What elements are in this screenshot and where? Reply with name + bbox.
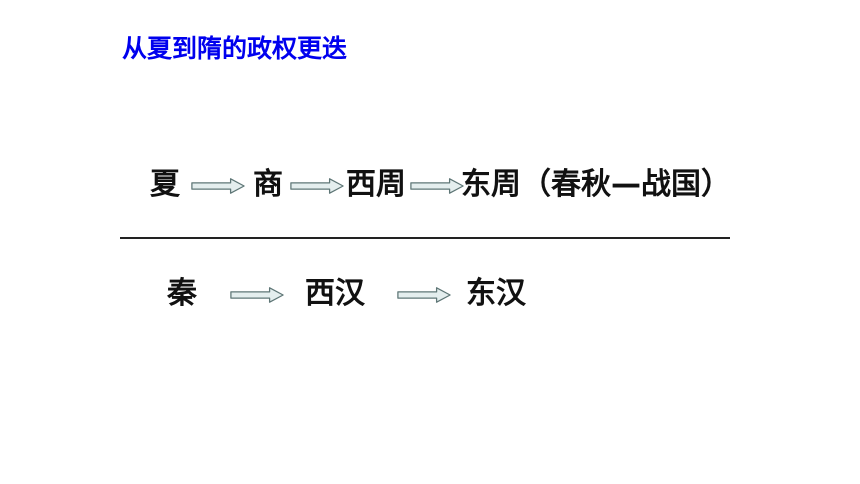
divider-line <box>120 237 730 239</box>
dynasty-eastern-han: 东汉 <box>466 276 526 311</box>
arrow-right-icon <box>409 177 465 195</box>
arrow-right-icon <box>226 286 288 304</box>
arrow-right-icon <box>393 286 455 304</box>
arrow-right-icon <box>190 177 246 195</box>
arrow-right-icon <box>289 177 345 195</box>
dynasty-xia: 夏 <box>150 167 180 202</box>
page-title: 从夏到隋的政权更迭 <box>122 34 348 63</box>
dynasty-western-zhou: 西周 <box>346 167 406 202</box>
dynasty-eastern-zhou: 东周（春秋—战国） <box>461 167 731 202</box>
dynasty-shang: 商 <box>253 167 283 202</box>
dynasty-qin: 秦 <box>167 276 197 311</box>
dynasty-western-han: 西汉 <box>305 276 365 311</box>
